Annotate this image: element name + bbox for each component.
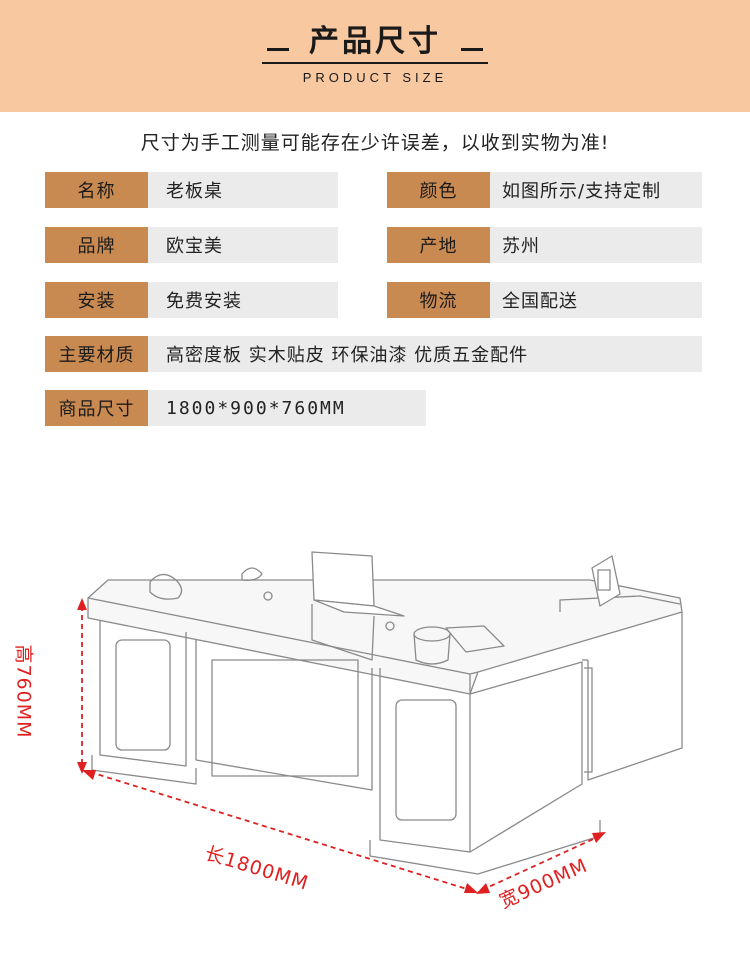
spec-value: 高密度板 实木贴皮 环保油漆 优质五金配件 bbox=[148, 336, 702, 372]
spec-label: 品牌 bbox=[45, 227, 148, 263]
spec-value: 苏州 bbox=[490, 227, 702, 263]
spec-color: 颜色 如图所示/支持定制 bbox=[387, 172, 702, 208]
spec-value: 免费安装 bbox=[148, 282, 338, 318]
spec-value: 老板桌 bbox=[148, 172, 338, 208]
spec-value: 1800*900*760MM bbox=[148, 390, 426, 426]
title-dash-right bbox=[461, 47, 483, 51]
page-title: 产品尺寸 bbox=[309, 24, 441, 59]
page-subtitle: PRODUCT SIZE bbox=[302, 70, 448, 85]
height-dimension-label: 高760MM bbox=[12, 644, 35, 739]
measurement-notice: 尺寸为手工测量可能存在少许误差，以收到实物为准! bbox=[140, 132, 610, 154]
spec-material: 主要材质 高密度板 实木贴皮 环保油漆 优质五金配件 bbox=[45, 336, 702, 372]
spec-label: 物流 bbox=[387, 282, 490, 318]
spec-value: 如图所示/支持定制 bbox=[490, 172, 702, 208]
title-underline bbox=[262, 62, 488, 64]
header-banner: 产品尺寸 PRODUCT SIZE bbox=[0, 0, 750, 112]
spec-label: 颜色 bbox=[387, 172, 490, 208]
spec-brand: 品牌 欧宝美 bbox=[45, 227, 338, 263]
spec-size: 商品尺寸 1800*900*760MM bbox=[45, 390, 426, 426]
spec-label: 产地 bbox=[387, 227, 490, 263]
spec-label: 主要材质 bbox=[45, 336, 148, 372]
spec-logistics: 物流 全国配送 bbox=[387, 282, 702, 318]
spec-label: 商品尺寸 bbox=[45, 390, 148, 426]
spec-label: 安装 bbox=[45, 282, 148, 318]
desk-sketch-illustration bbox=[77, 551, 683, 894]
spec-value: 全国配送 bbox=[490, 282, 702, 318]
title-dash-left bbox=[267, 47, 289, 51]
spec-install: 安装 免费安装 bbox=[45, 282, 338, 318]
spec-name: 名称 老板桌 bbox=[45, 172, 338, 208]
spec-value: 欧宝美 bbox=[148, 227, 338, 263]
spec-origin: 产地 苏州 bbox=[387, 227, 702, 263]
title-row: 产品尺寸 bbox=[0, 16, 750, 60]
spec-label: 名称 bbox=[45, 172, 148, 208]
